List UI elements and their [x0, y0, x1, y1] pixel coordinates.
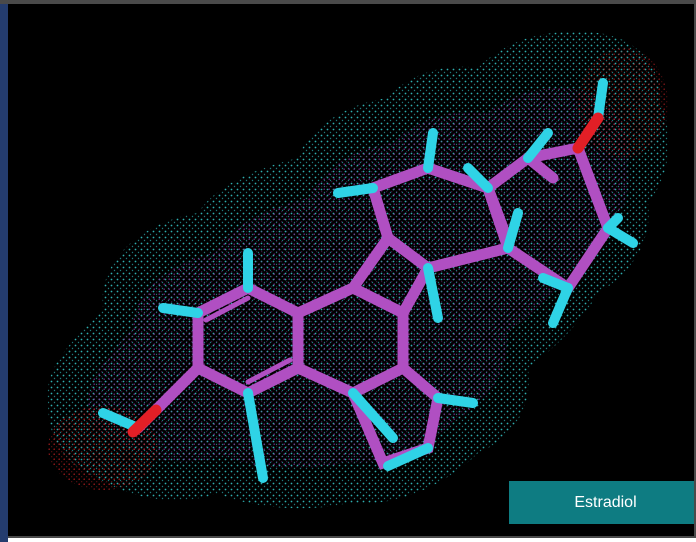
oxygen-atoms	[127, 112, 604, 438]
hydrogen-atoms	[98, 78, 638, 483]
molecule-render	[8, 8, 694, 540]
left-accent-strip	[0, 4, 8, 542]
estradiol-molecule	[47, 31, 669, 509]
molecule-caption: Estradiol	[509, 481, 694, 524]
